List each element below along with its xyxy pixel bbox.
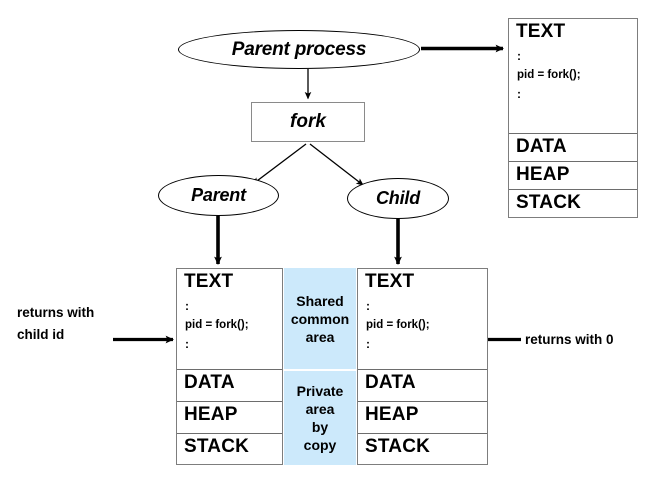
- segment-title-data: DATA: [516, 136, 567, 157]
- segment-title-heap: HEAP: [184, 404, 238, 425]
- memory-segment-stack: STACK: [509, 190, 637, 216]
- code-line-fork-call: pid = fork();: [185, 319, 249, 331]
- code-line-colon-bottom: :: [185, 337, 189, 351]
- node-fork-label: fork: [290, 111, 326, 132]
- annotation-returns-with-child-id: returns with child id: [17, 302, 94, 346]
- child-memory-block: TEXT : pid = fork(); : DATA HEAP STACK: [357, 268, 488, 465]
- text-segment-code: : pid = fork(); :: [366, 297, 430, 354]
- shared-common-area: Shared common area: [284, 268, 356, 369]
- memory-segment-data: DATA: [358, 370, 487, 402]
- segment-title-stack: STACK: [184, 436, 250, 457]
- annotation-line-2: child id: [17, 327, 65, 342]
- shared-area-line-2: common: [290, 310, 350, 327]
- code-line-fork-call: pid = fork();: [517, 69, 581, 81]
- edge-fork-to-child: [309, 143, 364, 186]
- segment-title-stack: STACK: [365, 436, 431, 457]
- node-child-label: Child: [376, 188, 420, 208]
- node-child[interactable]: Child: [347, 178, 449, 219]
- node-parent[interactable]: Parent: [158, 175, 279, 216]
- edge-fork-to-parent: [252, 143, 307, 185]
- shared-area-line-1: Shared: [296, 292, 344, 309]
- memory-segment-data: DATA: [177, 370, 282, 402]
- memory-segment-text: TEXT : pid = fork(); :: [358, 269, 487, 370]
- shared-area-line-3: area: [305, 328, 335, 345]
- parent-memory-block: TEXT : pid = fork(); : DATA HEAP STACK: [176, 268, 283, 465]
- memory-segment-stack: STACK: [358, 434, 487, 463]
- code-line-colon-top: :: [185, 299, 189, 313]
- memory-segment-heap: HEAP: [509, 162, 637, 190]
- segment-title-data: DATA: [365, 372, 416, 393]
- text-segment-code: : pid = fork(); :: [185, 297, 249, 354]
- private-area-line-4: copy: [303, 437, 337, 453]
- text-segment-code: : pid = fork(); :: [517, 47, 581, 104]
- memory-segment-stack: STACK: [177, 434, 282, 463]
- private-area-line-2: area: [305, 401, 335, 417]
- code-line-colon-bottom: :: [366, 337, 370, 351]
- segment-title-heap: HEAP: [516, 164, 570, 185]
- memory-segment-text: TEXT : pid = fork(); :: [177, 269, 282, 370]
- code-line-colon-top: :: [366, 299, 370, 313]
- annotation-returns-with-zero: returns with 0: [525, 329, 614, 351]
- node-parent-process[interactable]: Parent process: [178, 30, 420, 69]
- node-parent-label: Parent: [191, 185, 246, 205]
- code-line-colon-bottom: :: [517, 87, 521, 101]
- private-area-by-copy: Private area by copy: [284, 371, 356, 465]
- memory-segment-heap: HEAP: [358, 402, 487, 434]
- code-line-fork-call: pid = fork();: [366, 319, 430, 331]
- parent-initial-memory-block: TEXT : pid = fork(); : DATA HEAP STACK: [508, 18, 638, 218]
- annotation-line-1: returns with: [17, 305, 95, 320]
- segment-title-heap: HEAP: [365, 404, 419, 425]
- code-line-colon-top: :: [517, 49, 521, 63]
- segment-title-text: TEXT: [184, 271, 234, 292]
- node-parent-process-label: Parent process: [231, 38, 367, 60]
- private-area-line-3: by: [311, 419, 329, 435]
- memory-segment-heap: HEAP: [177, 402, 282, 434]
- node-fork[interactable]: fork: [251, 102, 365, 142]
- memory-segment-text: TEXT : pid = fork(); :: [509, 19, 637, 134]
- private-area-line-1: Private: [296, 383, 344, 399]
- segment-title-text: TEXT: [516, 21, 566, 42]
- memory-segment-data: DATA: [509, 134, 637, 162]
- annotation-line-1: returns with 0: [525, 332, 614, 347]
- segment-title-data: DATA: [184, 372, 235, 393]
- segment-title-stack: STACK: [516, 192, 582, 213]
- segment-title-text: TEXT: [365, 271, 415, 292]
